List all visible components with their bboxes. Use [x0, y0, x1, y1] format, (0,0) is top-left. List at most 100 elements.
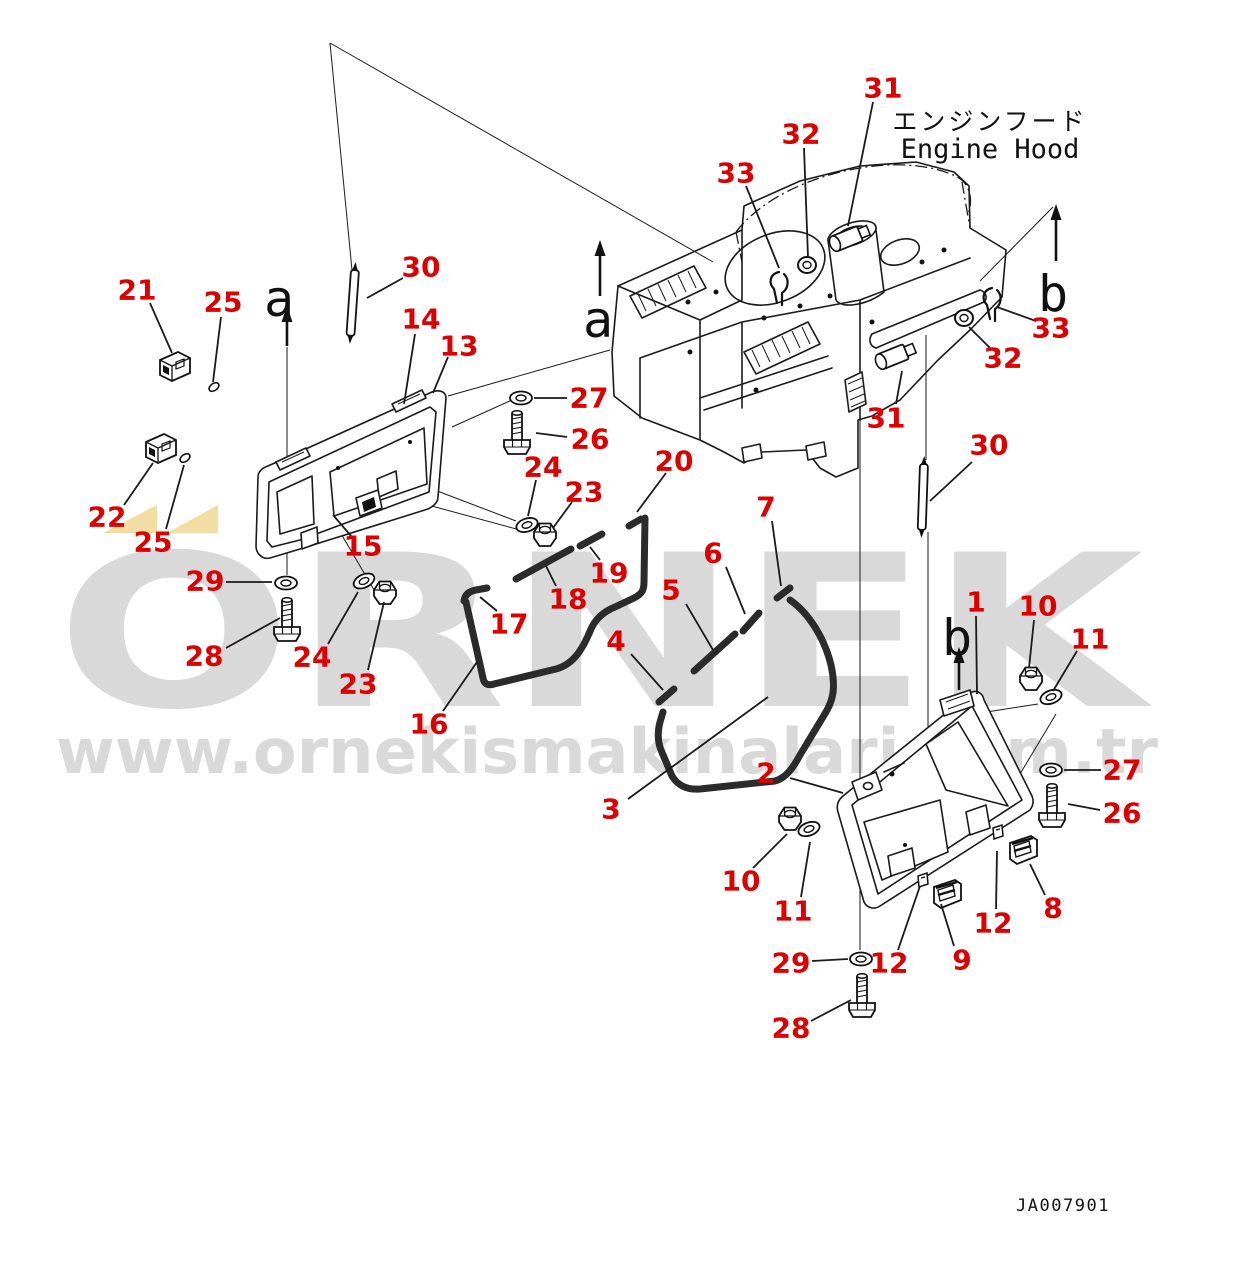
callout-9-42: 9 — [952, 944, 971, 977]
callout-16-30: 16 — [410, 708, 449, 741]
leader-17-29 — [479, 596, 498, 612]
leader-32-11 — [803, 147, 809, 258]
callout-31-15: 31 — [867, 402, 906, 435]
clip-12-left — [917, 872, 929, 888]
callout-30-16: 30 — [970, 429, 1009, 462]
watermark-triangle-left — [103, 505, 157, 533]
view-letter-a: a — [264, 270, 294, 328]
leader-24-7 — [527, 479, 537, 517]
callout-6-18: 6 — [703, 537, 722, 570]
callout-29-45: 29 — [772, 947, 811, 980]
striker-8 — [1008, 834, 1039, 866]
callout-5-19: 5 — [661, 574, 680, 607]
callout-33-13: 33 — [1032, 312, 1071, 345]
callout-3-32: 3 — [601, 793, 620, 826]
striker-9 — [932, 878, 963, 910]
leader-14-3 — [403, 333, 416, 405]
leader-23-28 — [367, 601, 385, 671]
leader-8-44 — [1029, 863, 1046, 896]
leader-11-36 — [1052, 650, 1078, 692]
leader-1-34 — [975, 615, 978, 695]
hook-33-right — [982, 286, 1002, 323]
bolt-26-right — [1038, 782, 1066, 828]
hood-oval-opening — [724, 230, 826, 306]
callout-33-12: 33 — [717, 157, 756, 190]
seal-strip-4 — [655, 685, 678, 706]
callout-leader-lines — [123, 101, 1101, 1022]
view-arrow-icon — [1050, 204, 1062, 220]
nut-10-upper — [1019, 666, 1043, 691]
leader-5-19 — [685, 603, 714, 651]
nut-23-lower — [373, 580, 397, 605]
callout-12-41: 12 — [870, 947, 909, 980]
callout-26-38: 26 — [1103, 797, 1142, 830]
leader-26-38 — [1067, 803, 1101, 811]
leader-31-10 — [847, 101, 874, 227]
leader-16-30 — [442, 661, 478, 712]
washer-29-left — [274, 575, 298, 591]
clip-25-lower — [177, 451, 193, 465]
hood-bolt-dots — [685, 247, 947, 393]
leader-29-45 — [811, 958, 849, 962]
washer-27-right — [1039, 762, 1063, 778]
leader-32-14 — [968, 326, 992, 350]
view-marker-a-0: a — [264, 270, 294, 346]
view-marker-b-3: b — [942, 609, 972, 690]
callout-25-1: 25 — [204, 286, 243, 319]
washer-27-left — [509, 390, 533, 406]
panel-latch-bracket-15 — [355, 489, 383, 517]
seal-strip-20 — [625, 515, 645, 530]
view-arrow-icon — [281, 306, 293, 322]
seal-strip-5 — [690, 630, 739, 675]
rod-30-right — [916, 454, 930, 539]
view-letter-a: a — [583, 291, 613, 349]
callout-8-44: 8 — [1043, 892, 1062, 925]
seal-strip-7 — [773, 584, 794, 602]
callout-20-9: 20 — [655, 445, 694, 478]
leader-19-23 — [589, 546, 601, 561]
leader-30-16 — [929, 461, 973, 502]
leader-31-15 — [895, 370, 903, 405]
right-side-panel — [836, 689, 1034, 909]
leader-22-20 — [123, 462, 154, 506]
seal-strip-3 — [654, 596, 837, 793]
callout-15-22: 15 — [344, 530, 383, 563]
hood-round-hole — [879, 238, 921, 266]
callout-24-7: 24 — [524, 451, 563, 484]
leader-9-42 — [940, 903, 955, 947]
callout-11-40: 11 — [774, 895, 813, 928]
callout-25-21: 25 — [134, 526, 173, 559]
leader-10-35 — [1028, 619, 1035, 669]
leader-25-21 — [165, 464, 185, 530]
bolt-28-right — [848, 972, 876, 1018]
leader-33-13 — [996, 306, 1037, 322]
nut-10-lower — [778, 806, 802, 831]
title-english: Engine Hood — [901, 134, 1080, 165]
leader-25-1 — [212, 316, 222, 383]
callout-22-20: 22 — [88, 501, 127, 534]
callout-10-39: 10 — [722, 865, 761, 898]
seal-strip-6 — [739, 609, 763, 635]
seal-strip-16 — [462, 514, 649, 689]
callout-24-27: 24 — [293, 641, 332, 674]
callout-2-33: 2 — [756, 757, 775, 790]
leader-20-9 — [636, 472, 667, 513]
rod-30-left — [344, 260, 361, 345]
leader-3-32 — [627, 696, 769, 800]
hood-lock-assembly-2 — [851, 762, 905, 801]
callout-17-29: 17 — [490, 608, 529, 641]
left-side-panel — [255, 389, 447, 560]
callout-21-0: 21 — [118, 274, 157, 307]
leader-4-31 — [630, 653, 664, 691]
view-arrow-icon — [953, 647, 965, 663]
leader-2-33 — [789, 777, 844, 794]
callout-12-43: 12 — [974, 907, 1013, 940]
panel-hinge-strip — [275, 389, 427, 471]
view-marker-a-1: a — [583, 240, 613, 349]
leader-13-4 — [432, 356, 449, 394]
leader-26-6 — [535, 432, 568, 438]
